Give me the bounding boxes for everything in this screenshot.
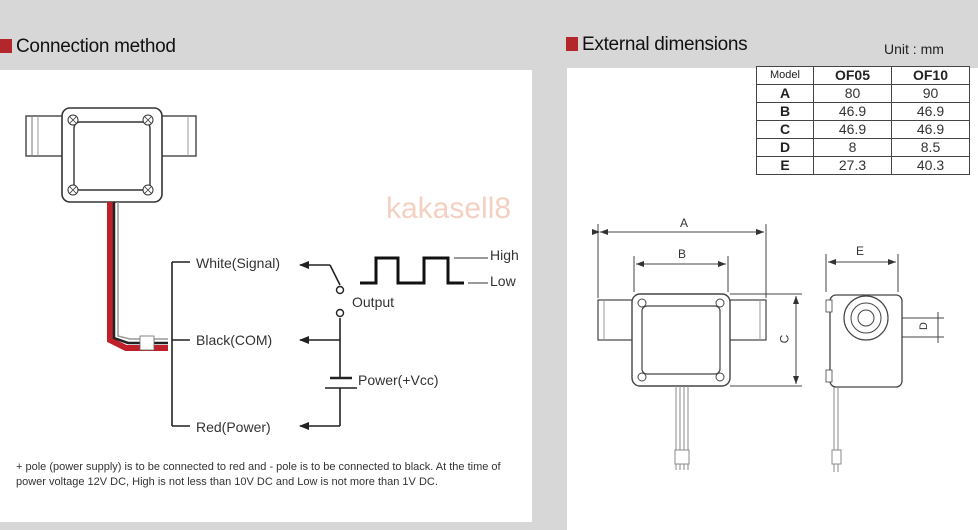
table-cell: E [756, 156, 814, 175]
table-cell: 80 [813, 84, 892, 103]
front-view-cable [674, 386, 690, 470]
sensor-drawing [25, 107, 197, 203]
connection-heading: Connection method [0, 36, 176, 58]
dimension-arrows [600, 229, 896, 384]
dimension-lines [592, 224, 944, 387]
connection-heading-text: Connection method [16, 36, 176, 57]
table-header: OF10 [891, 66, 970, 85]
power-label: Power(+Vcc) [358, 372, 439, 388]
table-cell: 27.3 [813, 156, 892, 175]
table-cell: 46.9 [891, 102, 970, 121]
dim-e-label: E [856, 244, 865, 258]
heading-marker [0, 39, 12, 53]
low-label: Low [490, 273, 516, 289]
switch-contact [335, 308, 345, 318]
dim-d-label: D [917, 322, 930, 330]
waveform-leaders [454, 257, 488, 284]
side-view-drawing [825, 294, 903, 388]
connection-note: + pole (power supply) is to be connected… [16, 461, 501, 488]
dim-a-label: A [680, 216, 689, 230]
table-cell: 40.3 [891, 156, 970, 175]
dimensions-heading-text: External dimensions [582, 34, 748, 55]
output-label: Output [352, 294, 395, 310]
heading-marker [566, 37, 578, 51]
high-label: High [490, 247, 519, 263]
side-view-cable [831, 387, 842, 472]
watermark-text: kakasell8 [386, 192, 512, 225]
wiring-lines [171, 261, 357, 430]
red-wire-label: Red(Power) [196, 419, 271, 435]
front-view-drawing [597, 293, 767, 387]
white-wire-label: White(Signal) [196, 255, 281, 271]
dim-b-label: B [678, 247, 687, 261]
table-cell: 46.9 [813, 120, 892, 139]
pulse-waveform [360, 256, 464, 285]
unit-label: Unit : mm [884, 41, 944, 57]
sensor-cable [107, 202, 168, 351]
black-wire-label: Black(COM) [196, 332, 273, 348]
switch-contact [335, 285, 345, 295]
dimensions-heading: External dimensions [566, 34, 748, 56]
dim-c-label: C [777, 334, 792, 344]
